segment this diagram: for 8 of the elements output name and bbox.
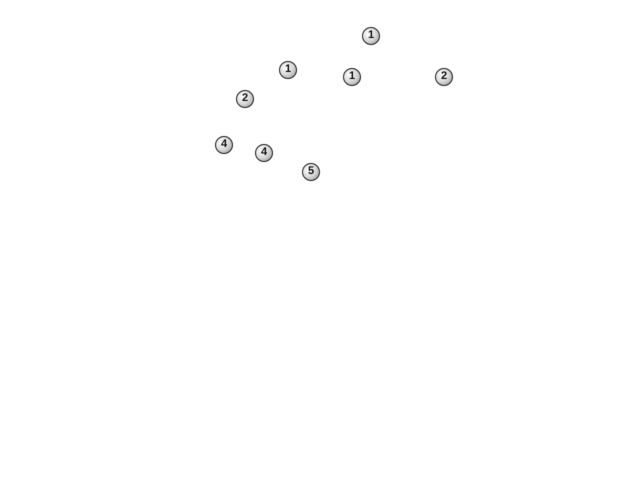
callout-number: 1	[362, 27, 380, 45]
callout-number: 4	[255, 144, 273, 162]
callout-number: 1	[279, 61, 297, 79]
callout-number: 5	[302, 163, 320, 181]
callout-number: 2	[435, 68, 453, 86]
callout-number: 1	[343, 68, 361, 86]
callout-number: 2	[236, 90, 254, 108]
callout-number: 4	[215, 136, 233, 154]
